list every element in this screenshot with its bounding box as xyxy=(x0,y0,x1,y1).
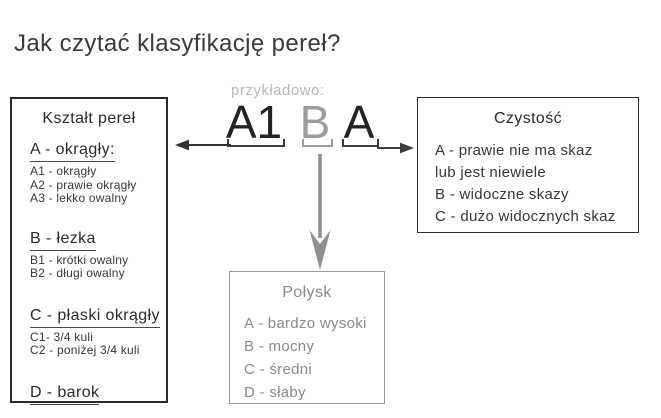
shape-item: B2 - długi owalny xyxy=(30,266,125,280)
example-code-clarity: A xyxy=(343,96,375,148)
underbracket-luster xyxy=(302,139,333,147)
luster-box: Połysk A - bardzo wysoki B - mocny C - ś… xyxy=(229,271,385,404)
clarity-line: A - prawie nie ma skaz xyxy=(435,142,593,159)
shape-item: C1- 3/4 kuli xyxy=(30,329,94,344)
shape-box-title: Kształt pereł xyxy=(42,110,136,127)
shape-item: A3 - lekko owalny xyxy=(30,191,128,205)
luster-box-title: Połysk xyxy=(282,284,332,301)
shape-section-c-heading: C - płaski okrągły xyxy=(30,307,160,328)
clarity-line: B - widoczne skazy xyxy=(435,186,569,203)
clarity-box-title: Czystość xyxy=(493,110,563,127)
shape-section-a-heading: A - okrągły: xyxy=(30,141,115,162)
luster-line: D - słaby xyxy=(244,384,306,401)
shape-box: Kształt pereł A - okrągły: A1 - okrągły … xyxy=(10,97,168,405)
example-code-luster: B xyxy=(299,96,331,148)
luster-line: B - mocny xyxy=(244,338,315,355)
shape-section-b: B - łezka B1 - krótki owalny B2 - długi … xyxy=(30,230,166,281)
shape-item: C2 - poniżej 3/4 kuli xyxy=(30,343,140,357)
clarity-box: Czystość A - prawie nie ma skaz lub jest… xyxy=(417,97,639,233)
example-code-shape: A1 xyxy=(225,96,283,148)
shape-section-d-heading: D - barok xyxy=(30,384,100,405)
arrow-right-icon xyxy=(377,142,414,154)
shape-section-b-heading: B - łezka xyxy=(30,230,96,251)
luster-line: A - bardzo wysoki xyxy=(244,315,367,332)
shape-item: B1 - krótki owalny xyxy=(30,252,129,267)
luster-line: C - średni xyxy=(244,361,313,378)
underbracket-shape xyxy=(227,139,285,147)
shape-section-d: D - barok xyxy=(30,384,166,405)
page-title: Jak czytać klasyfikację pereł? xyxy=(14,30,341,57)
example-label: przykładowo: xyxy=(231,82,325,99)
shape-section-c: C - płaski okrągły C1- 3/4 kuli C2 - pon… xyxy=(30,307,166,358)
arrow-left-icon xyxy=(175,139,231,151)
shape-item: A2 - prawie okrągły xyxy=(30,177,137,192)
shape-section-a: A - okrągły: A1 - okrągły A2 - prawie ok… xyxy=(30,141,166,206)
arrow-down-icon xyxy=(309,154,331,270)
clarity-line: C - dużo widocznych skaz xyxy=(435,208,616,225)
underbracket-clarity xyxy=(342,139,379,147)
clarity-line: lub jest niewiele xyxy=(435,164,546,181)
shape-item: A1 - okrągły xyxy=(30,164,97,178)
